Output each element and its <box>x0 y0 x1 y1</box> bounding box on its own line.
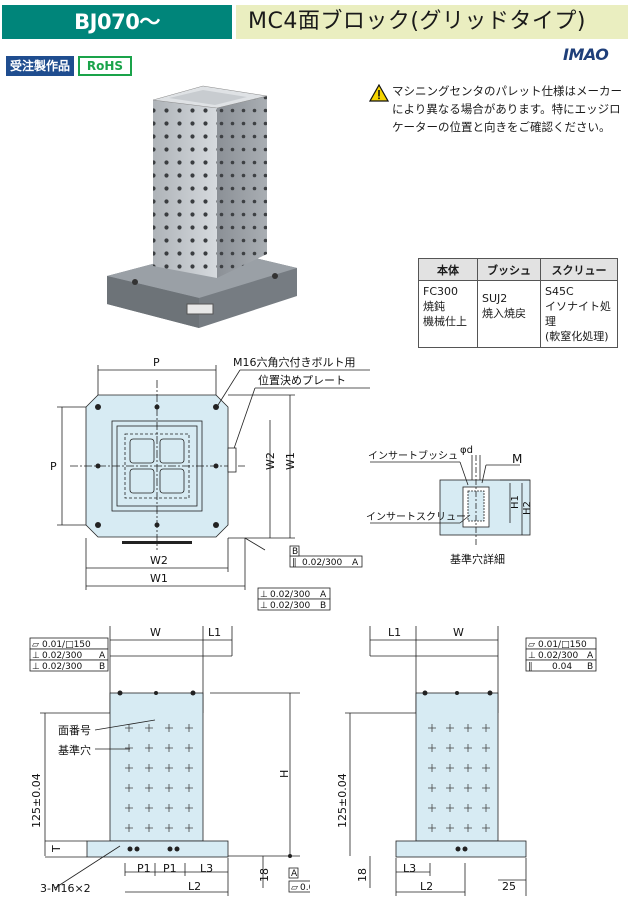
m16-label: 3-M16×2 <box>40 882 91 895</box>
bolt-label: M16六角穴付きボルト用 <box>233 355 356 369</box>
warning-icon <box>369 84 389 102</box>
dim-l3-left: L3 <box>200 862 213 875</box>
dim-125-left: 125±0.04 <box>30 773 43 828</box>
product-code: BJ070～071(M12,M16) <box>2 5 232 68</box>
dim-125-right: 125±0.04 <box>336 773 349 828</box>
dim-18-left: 18 <box>258 868 271 882</box>
front-view-right: ▱0.01/□150 ⊥0.02/300 A ∥ 0.04 B L1 W 125±0.… <box>336 626 597 896</box>
detail-caption: 基準穴詳細 <box>450 552 505 566</box>
svg-text:0.02/300: 0.02/300 <box>42 662 83 672</box>
dim-p1-b: P1 <box>163 862 177 875</box>
dim-p1-a: P1 <box>137 862 151 875</box>
product-photo <box>107 85 297 328</box>
dim-p-top: P <box>153 356 160 369</box>
svg-text:0.02/300: 0.02/300 <box>270 601 311 611</box>
dim-l3-right: L3 <box>403 862 416 875</box>
svg-text:A: A <box>291 869 298 879</box>
svg-text:▱: ▱ <box>291 883 298 893</box>
dim-w-right: W <box>453 626 464 639</box>
svg-text:0.02/300: 0.02/300 <box>42 651 83 661</box>
svg-text:0.04: 0.04 <box>552 662 572 672</box>
screw-label: インサートスクリュー <box>366 511 466 523</box>
dim-w-left: W <box>150 626 161 639</box>
svg-text:0.02/300: 0.02/300 <box>270 590 311 600</box>
dim-18-right: 18 <box>356 868 369 882</box>
svg-text:0.01/□150: 0.01/□150 <box>42 640 91 650</box>
dim-w2-bottom: W2 <box>150 554 168 567</box>
detail-h2: H2 <box>522 501 533 515</box>
svg-text:∥: ∥ <box>528 662 533 672</box>
svg-text:0.01/□150: 0.01/□150 <box>538 640 587 650</box>
dim-25: 25 <box>502 880 516 893</box>
top-view-drawing: P P M16六角穴付きボルト用 位置決めプレート W2 W1 W2 W1 ∥ 0… <box>50 355 370 611</box>
svg-text:A: A <box>587 651 594 661</box>
face-number-label: 面番号 <box>58 724 91 737</box>
svg-text:⊥: ⊥ <box>260 590 268 600</box>
dim-w1-right: W1 <box>284 452 297 470</box>
svg-text:B: B <box>99 662 105 672</box>
dim-h: H <box>278 770 291 778</box>
dim-l2-left: L2 <box>188 880 201 893</box>
rohs-badge: RoHS <box>78 56 132 76</box>
header-screw: スクリュー <box>540 258 618 281</box>
svg-text:▱: ▱ <box>528 640 535 650</box>
detail-phi-d: φd <box>460 445 473 456</box>
svg-text:A: A <box>320 590 327 600</box>
imao-logo: IMAO <box>563 45 609 64</box>
dim-w1-bottom: W1 <box>150 572 168 585</box>
svg-text:▱: ▱ <box>32 640 39 650</box>
svg-text:0.02/300: 0.02/300 <box>302 558 343 568</box>
dim-l1-right: L1 <box>388 626 401 639</box>
made-to-order-badge: 受注製作品 <box>6 56 74 76</box>
dim-t: T <box>50 845 63 853</box>
header-bush: ブッシュ <box>477 258 541 281</box>
bush-label: インサートブッシュ <box>368 449 458 462</box>
svg-text:∥: ∥ <box>292 558 297 568</box>
svg-text:A: A <box>352 558 359 568</box>
svg-text:B: B <box>292 547 298 557</box>
ref-hole-label: 基準穴 <box>58 743 91 757</box>
dim-l1-left: L1 <box>208 626 221 639</box>
svg-text:A: A <box>99 651 106 661</box>
page-title: MC4面ブロック(グリッドタイプ) <box>236 5 628 39</box>
svg-text:⊥: ⊥ <box>32 662 40 672</box>
detail-h1: H1 <box>510 495 521 509</box>
pallet-note: マシニングセンタのパレット仕様はメーカーにより異なる場合があります。特にエッジロ… <box>392 84 622 134</box>
dim-p-left: P <box>50 460 57 473</box>
dim-w2-right: W2 <box>264 452 277 470</box>
detail-m: M <box>512 452 522 466</box>
svg-text:⊥: ⊥ <box>528 651 536 661</box>
svg-text:⊥: ⊥ <box>32 651 40 661</box>
svg-text:⊥: ⊥ <box>260 601 268 611</box>
svg-text:B: B <box>587 662 593 672</box>
reference-hole-detail: φd M インサートブッシュ インサートスクリュー H1 H2 基準穴詳細 <box>366 445 533 566</box>
svg-text:0.02/300: 0.02/300 <box>538 651 579 661</box>
dim-l2-right: L2 <box>420 880 433 893</box>
svg-text:0.01/□150: 0.01/□150 <box>300 883 310 893</box>
svg-text:B: B <box>320 601 326 611</box>
plate-label: 位置決めプレート <box>258 373 346 387</box>
header-body: 本体 <box>418 258 478 281</box>
